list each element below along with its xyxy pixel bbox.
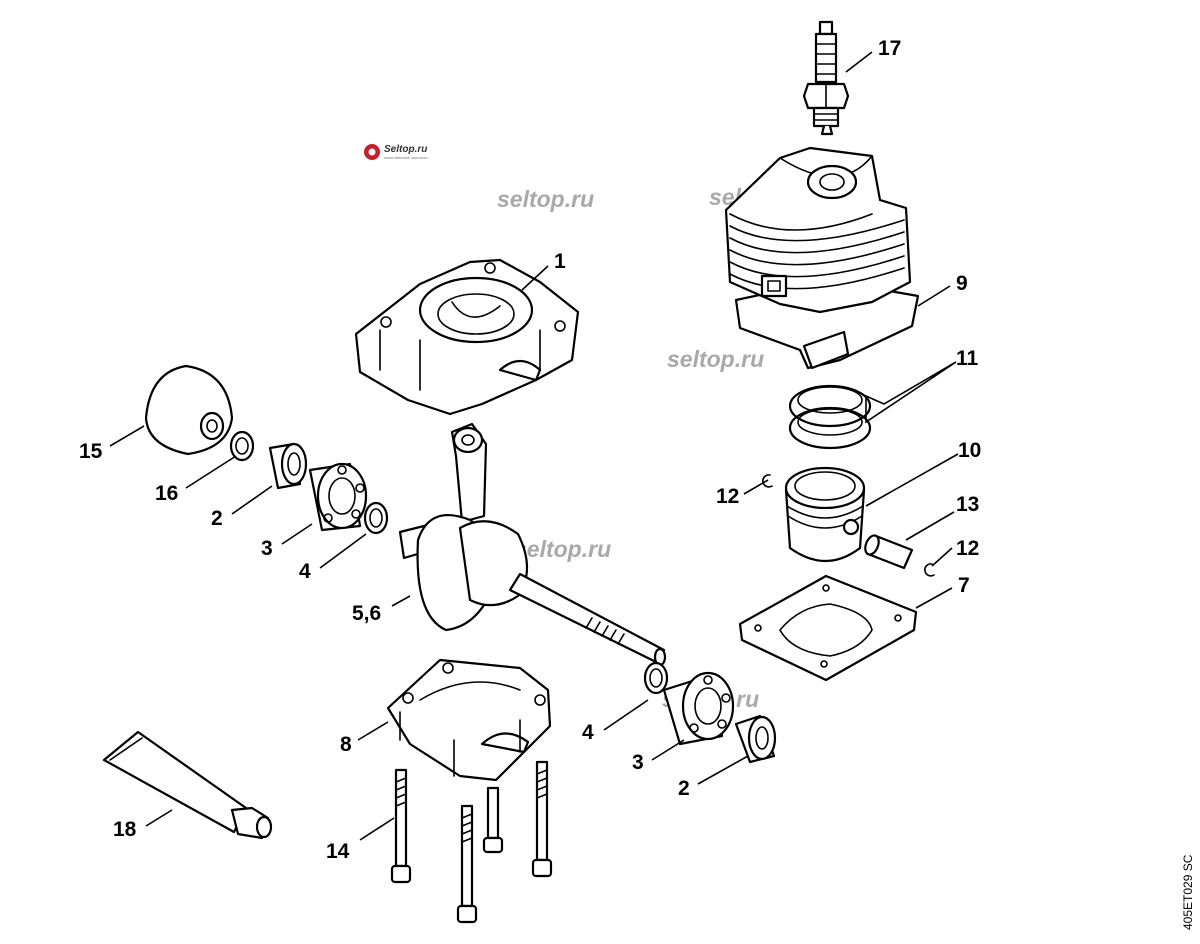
piston-pin: [864, 534, 914, 570]
ball-bearing-left: [308, 462, 368, 532]
protective-cap: [144, 364, 234, 456]
washer: [229, 430, 255, 462]
crankcase-upper-half: [354, 258, 580, 416]
callout-9: 9: [956, 272, 968, 295]
callout-4-right: 4: [582, 721, 594, 744]
callout-12-right: 12: [956, 537, 979, 560]
watermark-4: seltop.ru: [667, 346, 764, 372]
cylinder: [724, 146, 920, 370]
callout-11: 11: [956, 347, 979, 370]
oil-seal-right: [734, 714, 777, 764]
screw-2: [456, 804, 478, 924]
callout-7: 7: [958, 574, 970, 597]
callout-13: 13: [956, 493, 979, 516]
grease-tube: [102, 730, 273, 840]
logo-name: Seltop.ru: [384, 144, 427, 155]
crankshaft: [398, 422, 667, 667]
callout-12-left: 12: [716, 485, 739, 508]
leader-lines: [109, 51, 959, 841]
logo-tagline: качественные запчасти: [384, 155, 428, 160]
callout-8: 8: [340, 733, 352, 756]
piston: [784, 466, 866, 563]
shim-right: [643, 661, 669, 695]
piston-pin-clip-left: [762, 474, 773, 488]
piston-pin-clip-right: [924, 563, 935, 577]
callout-16: 16: [155, 482, 178, 505]
oil-seal-left: [268, 442, 308, 490]
shim-left: [363, 501, 389, 535]
gasket: [738, 574, 918, 682]
piston-rings: [788, 384, 872, 450]
callout-4-left: 4: [299, 560, 311, 583]
callout-17: 17: [878, 37, 901, 60]
callout-2-left: 2: [211, 507, 223, 530]
callout-15: 15: [79, 440, 103, 463]
callout-labels: 1 17 9 11 10 12 13 12 7 15 16 2 3 4 5,6 …: [79, 37, 981, 863]
callout-5-6: 5,6: [352, 602, 381, 625]
callout-1: 1: [554, 250, 566, 273]
callout-10: 10: [958, 439, 981, 462]
screw-4: [531, 760, 553, 878]
watermark-5: seltop.ru: [514, 536, 611, 562]
callout-3-right: 3: [632, 751, 644, 774]
callout-2-right: 2: [678, 777, 690, 800]
spark-plug: [802, 20, 850, 136]
callout-18: 18: [113, 818, 137, 841]
screw-3: [482, 786, 504, 854]
drawing-code: 405ET029 SC: [1181, 854, 1195, 930]
screw-1: [390, 768, 412, 884]
callout-3-left: 3: [261, 537, 273, 560]
seltop-logo: Seltop.ru качественные запчасти: [364, 144, 428, 160]
crankcase-lower-half: [386, 658, 552, 782]
watermark-1: seltop.ru: [497, 186, 594, 212]
callout-14: 14: [326, 840, 350, 863]
ball-bearing-right: [662, 671, 735, 746]
